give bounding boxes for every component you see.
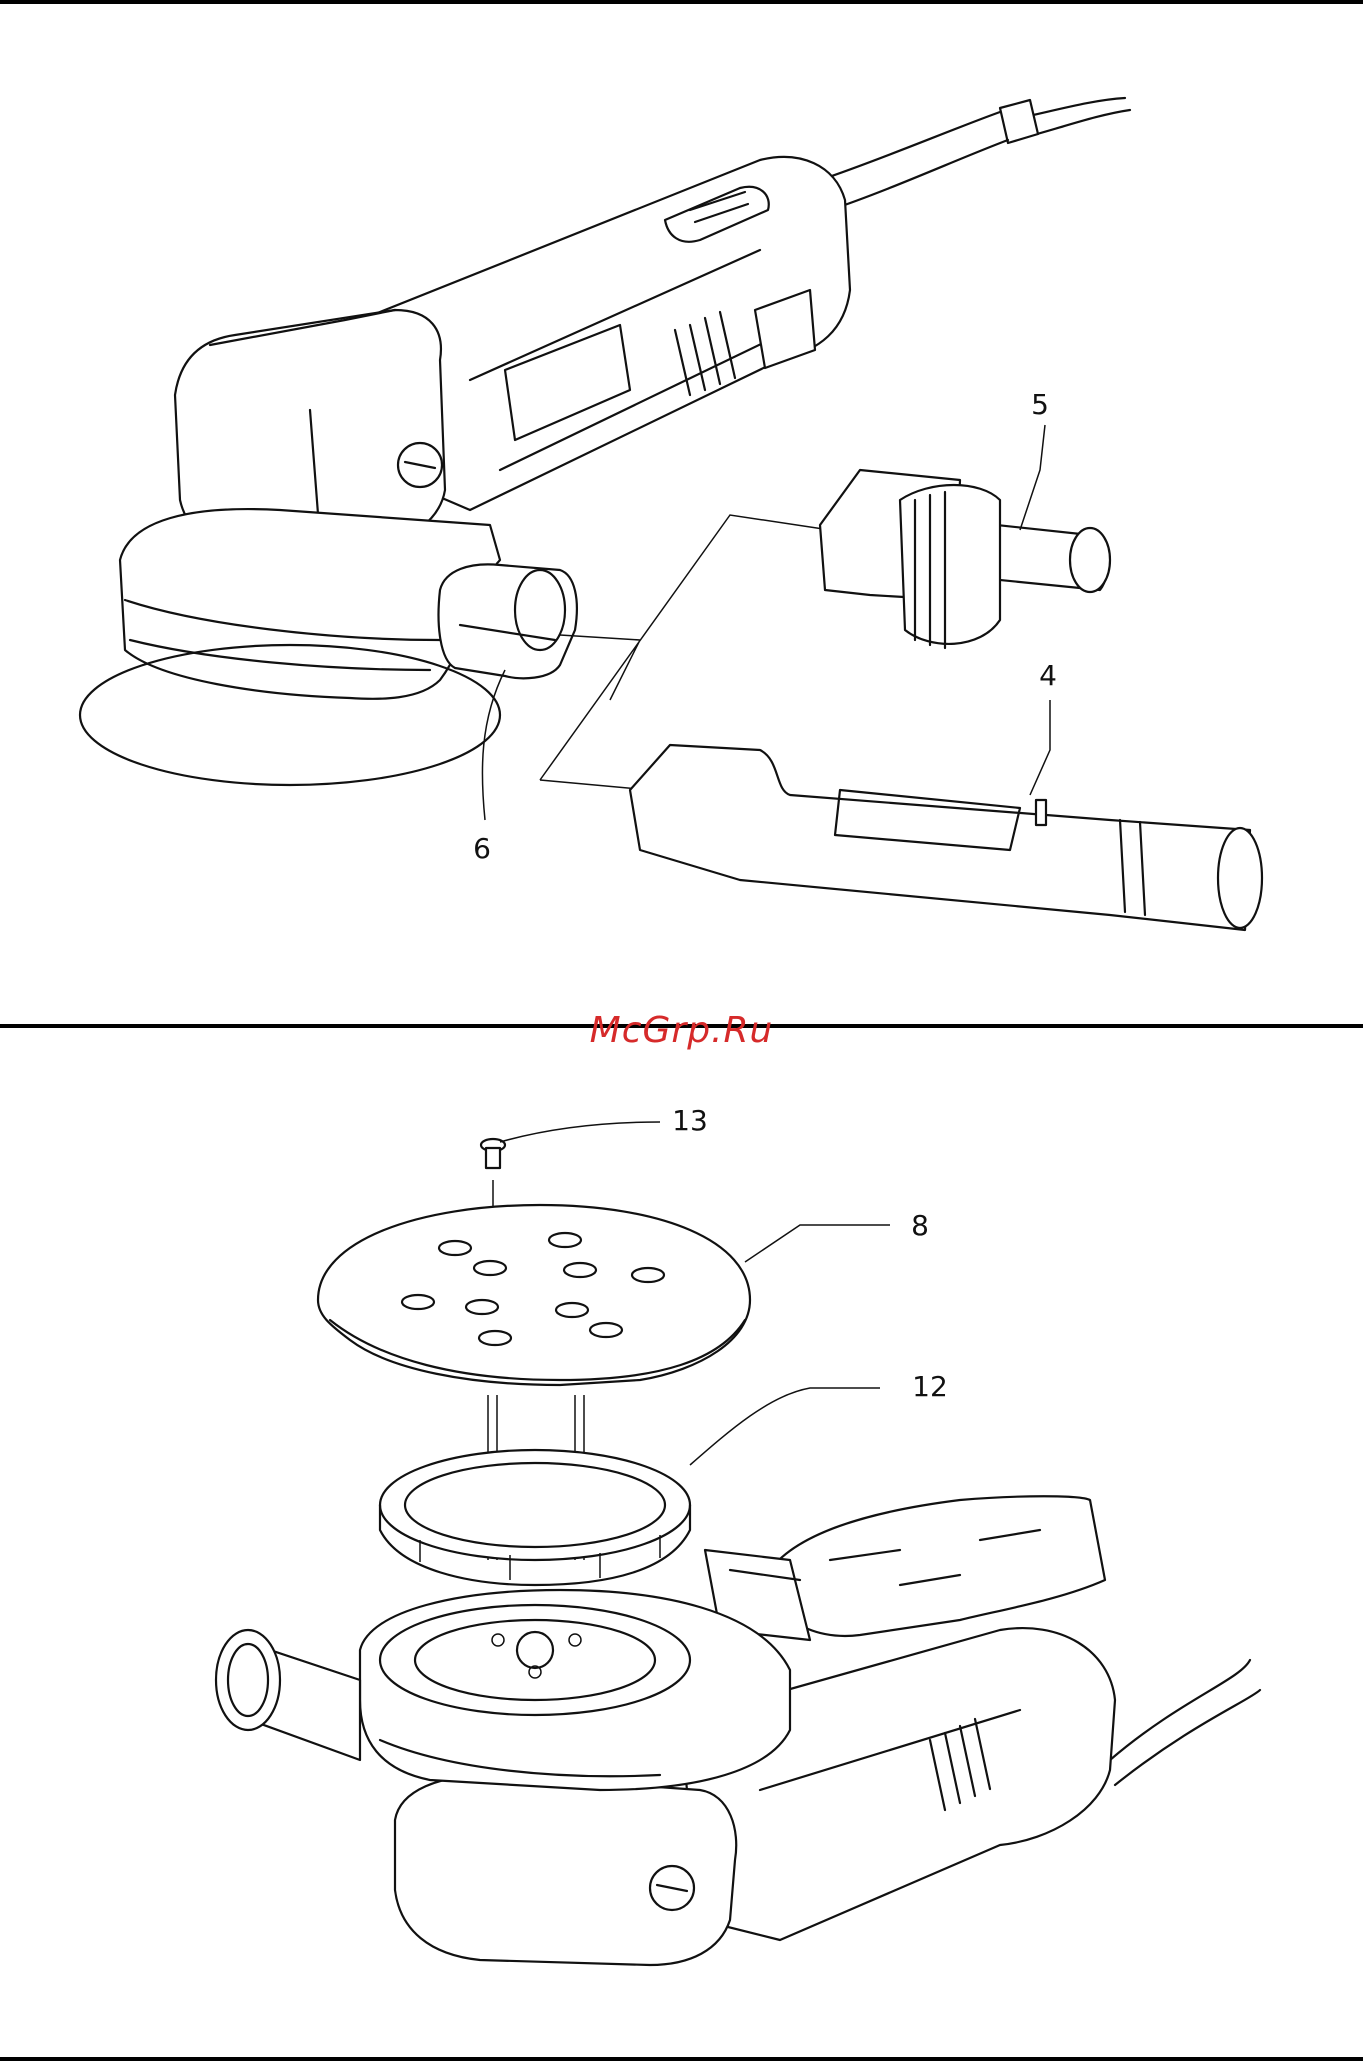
watermark-text: McGrp.Ru <box>0 1010 1363 1051</box>
svg-text:5: 5 <box>1031 388 1049 421</box>
svg-text:8: 8 <box>911 1209 929 1242</box>
callout-5: 5 <box>1020 388 1049 530</box>
bottom-rule <box>0 2057 1363 2061</box>
adapter-part-5 <box>820 470 1110 648</box>
callout-13: 13 <box>500 1104 708 1142</box>
bottom-sander-illustration <box>216 1496 1260 1965</box>
svg-text:4: 4 <box>1039 659 1057 692</box>
hose-part-4 <box>630 745 1262 930</box>
top-sander-illustration <box>80 98 1130 785</box>
callout-4: 4 <box>1030 659 1057 795</box>
sanding-pad-part-8 <box>318 1205 750 1385</box>
callout-12: 12 <box>690 1370 948 1465</box>
svg-text:6: 6 <box>473 832 491 865</box>
top-rule <box>0 0 1363 4</box>
svg-text:13: 13 <box>672 1104 708 1137</box>
callout-6: 6 <box>473 670 505 865</box>
svg-text:12: 12 <box>912 1370 948 1403</box>
brake-ring-part-12 <box>380 1450 690 1585</box>
callout-8: 8 <box>745 1209 929 1262</box>
